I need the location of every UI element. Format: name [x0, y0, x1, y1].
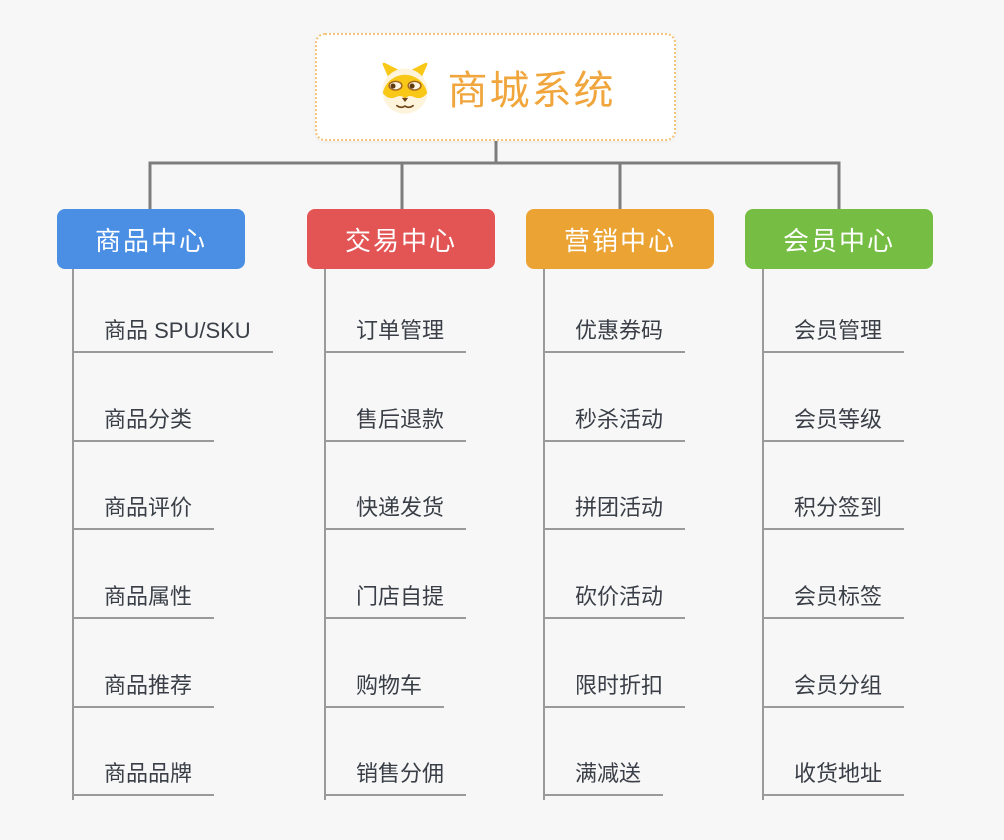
leaf-node[interactable]: 满减送: [543, 752, 664, 796]
leaf-node[interactable]: 商品属性: [72, 575, 215, 619]
leaf-node[interactable]: 限时折扣: [543, 664, 686, 708]
leaf-node[interactable]: 快递发货: [324, 486, 467, 530]
leaf-node[interactable]: 商品 SPU/SKU: [72, 309, 273, 353]
root-title: 商城系统: [447, 69, 616, 113]
leaf-node[interactable]: 购物车: [324, 664, 445, 708]
leaf-node[interactable]: 优惠券码: [543, 309, 686, 353]
leaf-node[interactable]: 商品品牌: [72, 752, 215, 796]
leaf-node[interactable]: 订单管理: [324, 309, 467, 353]
branch-node-product-center[interactable]: 商品中心: [57, 209, 245, 269]
leaf-node[interactable]: 商品评价: [72, 486, 215, 530]
leaf-node[interactable]: 会员管理: [762, 309, 905, 353]
leaf-node[interactable]: 拼团活动: [543, 486, 686, 530]
leaf-node[interactable]: 销售分佣: [324, 752, 467, 796]
leaf-node[interactable]: 会员标签: [762, 575, 905, 619]
leaf-node[interactable]: 会员等级: [762, 398, 905, 442]
branch-node-member-center[interactable]: 会员中心: [745, 209, 933, 269]
leaf-node[interactable]: 商品分类: [72, 398, 215, 442]
leaf-node[interactable]: 秒杀活动: [543, 398, 686, 442]
leaf-node[interactable]: 门店自提: [324, 575, 467, 619]
branch-items-trade-center: 订单管理 售后退款 快递发货 门店自提 购物车 销售分佣: [324, 309, 576, 809]
leaf-node[interactable]: 积分签到: [762, 486, 905, 530]
leaf-node[interactable]: 商品推荐: [72, 664, 215, 708]
branch-items-member-center: 会员管理 会员等级 积分签到 会员标签 会员分组 收货地址: [762, 309, 1004, 809]
leaf-node[interactable]: 售后退款: [324, 398, 467, 442]
leaf-node[interactable]: 收货地址: [762, 752, 905, 796]
leaf-node[interactable]: 会员分组: [762, 664, 905, 708]
branch-node-marketing-center[interactable]: 营销中心: [526, 209, 714, 269]
root-node[interactable]: 商城系统: [315, 33, 676, 141]
branch-items-product-center: 商品 SPU/SKU 商品分类 商品评价 商品属性 商品推荐 商品品牌: [72, 309, 324, 809]
main-connector-group: [148, 140, 841, 209]
branch-node-trade-center[interactable]: 交易中心: [307, 209, 495, 269]
leaf-connector-group: [72, 269, 764, 800]
dog-face-icon: [376, 60, 434, 115]
branch-items-marketing-center: 优惠券码 秒杀活动 拼团活动 砍价活动 限时折扣 满减送: [543, 309, 795, 809]
leaf-node[interactable]: 砍价活动: [543, 575, 686, 619]
